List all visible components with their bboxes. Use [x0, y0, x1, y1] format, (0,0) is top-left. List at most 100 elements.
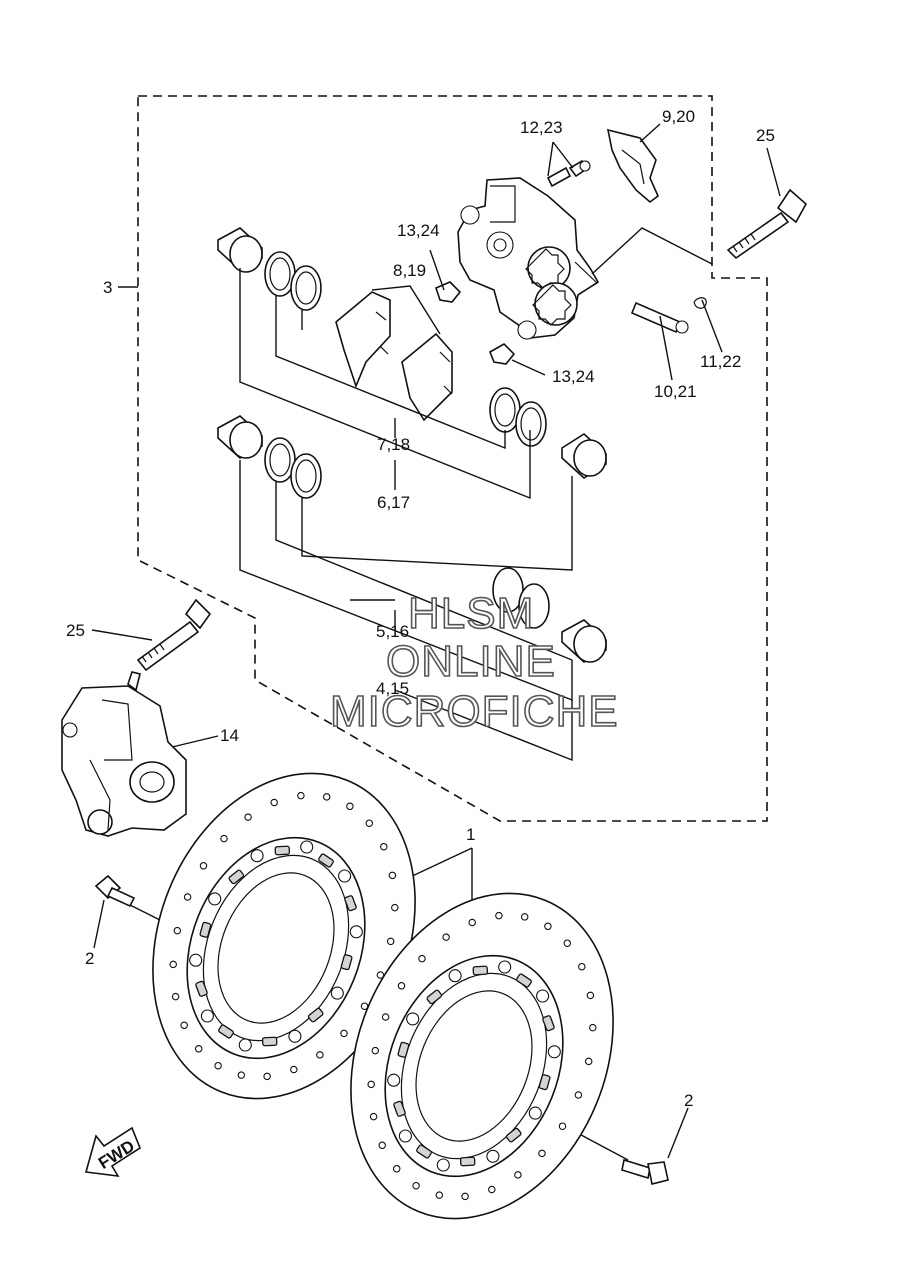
disc-hole — [392, 1165, 401, 1173]
disc-slot — [318, 853, 334, 868]
label-1: 1 — [466, 825, 475, 844]
disc-hole — [391, 903, 399, 912]
disc-slot — [472, 965, 489, 976]
disc-hole — [270, 798, 278, 807]
disc-button — [189, 953, 203, 967]
label-2-left: 2 — [85, 949, 94, 968]
disc-hole — [578, 962, 586, 971]
disc-hole — [263, 1072, 271, 1081]
disc-hole — [220, 834, 228, 843]
disc-slot — [340, 954, 353, 971]
disc-button — [288, 1029, 302, 1043]
disc-button — [536, 989, 550, 1003]
disc-slot — [261, 1036, 278, 1047]
disc-hole — [584, 1057, 593, 1066]
label-14: 14 — [220, 726, 239, 745]
disc-slot — [505, 1127, 522, 1143]
label-9-20: 9,20 — [662, 107, 695, 126]
disc-button — [300, 840, 314, 854]
pad-spring — [606, 128, 659, 204]
disc-hole — [322, 793, 331, 801]
label-8-19: 8,19 — [393, 261, 426, 280]
disc-slot — [199, 921, 212, 938]
disc-hole — [369, 1112, 378, 1121]
disc-hole — [495, 911, 503, 920]
caliper-assembly-boundary — [137, 95, 768, 822]
disc-slot — [195, 980, 208, 997]
disc-button — [330, 986, 344, 1000]
disc-hole — [461, 1192, 469, 1201]
disc-hole — [376, 971, 385, 979]
label-25-lower: 25 — [66, 621, 85, 640]
disc-button — [398, 1129, 412, 1143]
disc-hole — [183, 893, 192, 901]
disc-hole — [586, 991, 595, 1000]
label-3: 3 — [103, 278, 112, 297]
rear-caliper-body — [61, 671, 187, 837]
disc-hole — [435, 1191, 444, 1199]
disc-button — [238, 1038, 252, 1052]
caliper-bolt-lower — [136, 598, 212, 672]
label-10-21: 10,21 — [654, 382, 697, 401]
disc-button — [406, 1012, 420, 1026]
disc-button — [436, 1158, 450, 1172]
watermark: HLSM ONLINE MICROFICHE — [329, 588, 619, 737]
disc-button — [200, 1009, 214, 1023]
disc-button — [338, 869, 352, 883]
label-13-24-upper: 13,24 — [397, 221, 440, 240]
disc-hole — [346, 802, 354, 811]
disc-hole — [558, 1122, 567, 1130]
disc-hole — [214, 1061, 222, 1070]
disc-hole — [544, 922, 552, 931]
disc-hole — [589, 1023, 597, 1032]
disc-hole — [244, 813, 252, 821]
disc-hole — [378, 1141, 386, 1150]
disc-slot — [218, 1024, 234, 1039]
disc-hole — [397, 982, 406, 990]
front-caliper-body — [457, 177, 600, 340]
disc-hole — [468, 918, 476, 927]
brake-pads — [335, 291, 453, 422]
disc-button — [349, 925, 363, 939]
label-6-17: 6,17 — [377, 493, 410, 512]
disc-button — [448, 969, 462, 983]
label-25-upper: 25 — [756, 126, 775, 145]
disc-hole — [514, 1171, 522, 1179]
forward-direction-badge: FWD — [84, 1126, 141, 1177]
disc-hole — [340, 1029, 348, 1038]
disc-button — [547, 1045, 561, 1059]
disc-hole — [488, 1185, 496, 1194]
part-labels: 1 2 2 3 4,15 5,16 6,17 7,18 8,19 9,20 10… — [66, 107, 775, 1110]
caliper-bolt-upper — [726, 188, 808, 260]
pad-pin-bushings — [435, 281, 516, 365]
disc-slot — [516, 973, 532, 988]
disc-hole — [442, 933, 450, 941]
label-2-right: 2 — [684, 1091, 693, 1110]
disc-hole — [574, 1091, 583, 1099]
piston-group-upper-left — [217, 227, 322, 311]
disc-hole — [563, 939, 572, 947]
label-5-16: 5,16 — [376, 622, 409, 641]
disc-hole — [194, 1045, 203, 1053]
bleed-screw — [546, 159, 591, 188]
disc-slot — [307, 1007, 324, 1023]
brake-disc-right — [350, 892, 614, 1220]
disc-hole — [199, 862, 208, 870]
label-11-22: 11,22 — [700, 352, 741, 371]
disc-button — [498, 960, 512, 974]
disc-hole — [180, 1021, 188, 1030]
disc-hole — [290, 1065, 298, 1074]
disc-slot — [274, 845, 291, 856]
pad-pin — [630, 297, 707, 334]
disc-button — [387, 1073, 401, 1087]
disc-slot — [393, 1100, 406, 1117]
disc-hole — [538, 1149, 546, 1158]
disc-hole — [386, 937, 395, 946]
disc-button — [528, 1106, 542, 1120]
disc-button — [250, 849, 264, 863]
disc-hole — [173, 926, 182, 935]
disc-slot — [538, 1074, 551, 1091]
label-13-24-lower: 13,24 — [552, 367, 595, 386]
watermark-line-3: MICROFICHE — [330, 687, 619, 736]
